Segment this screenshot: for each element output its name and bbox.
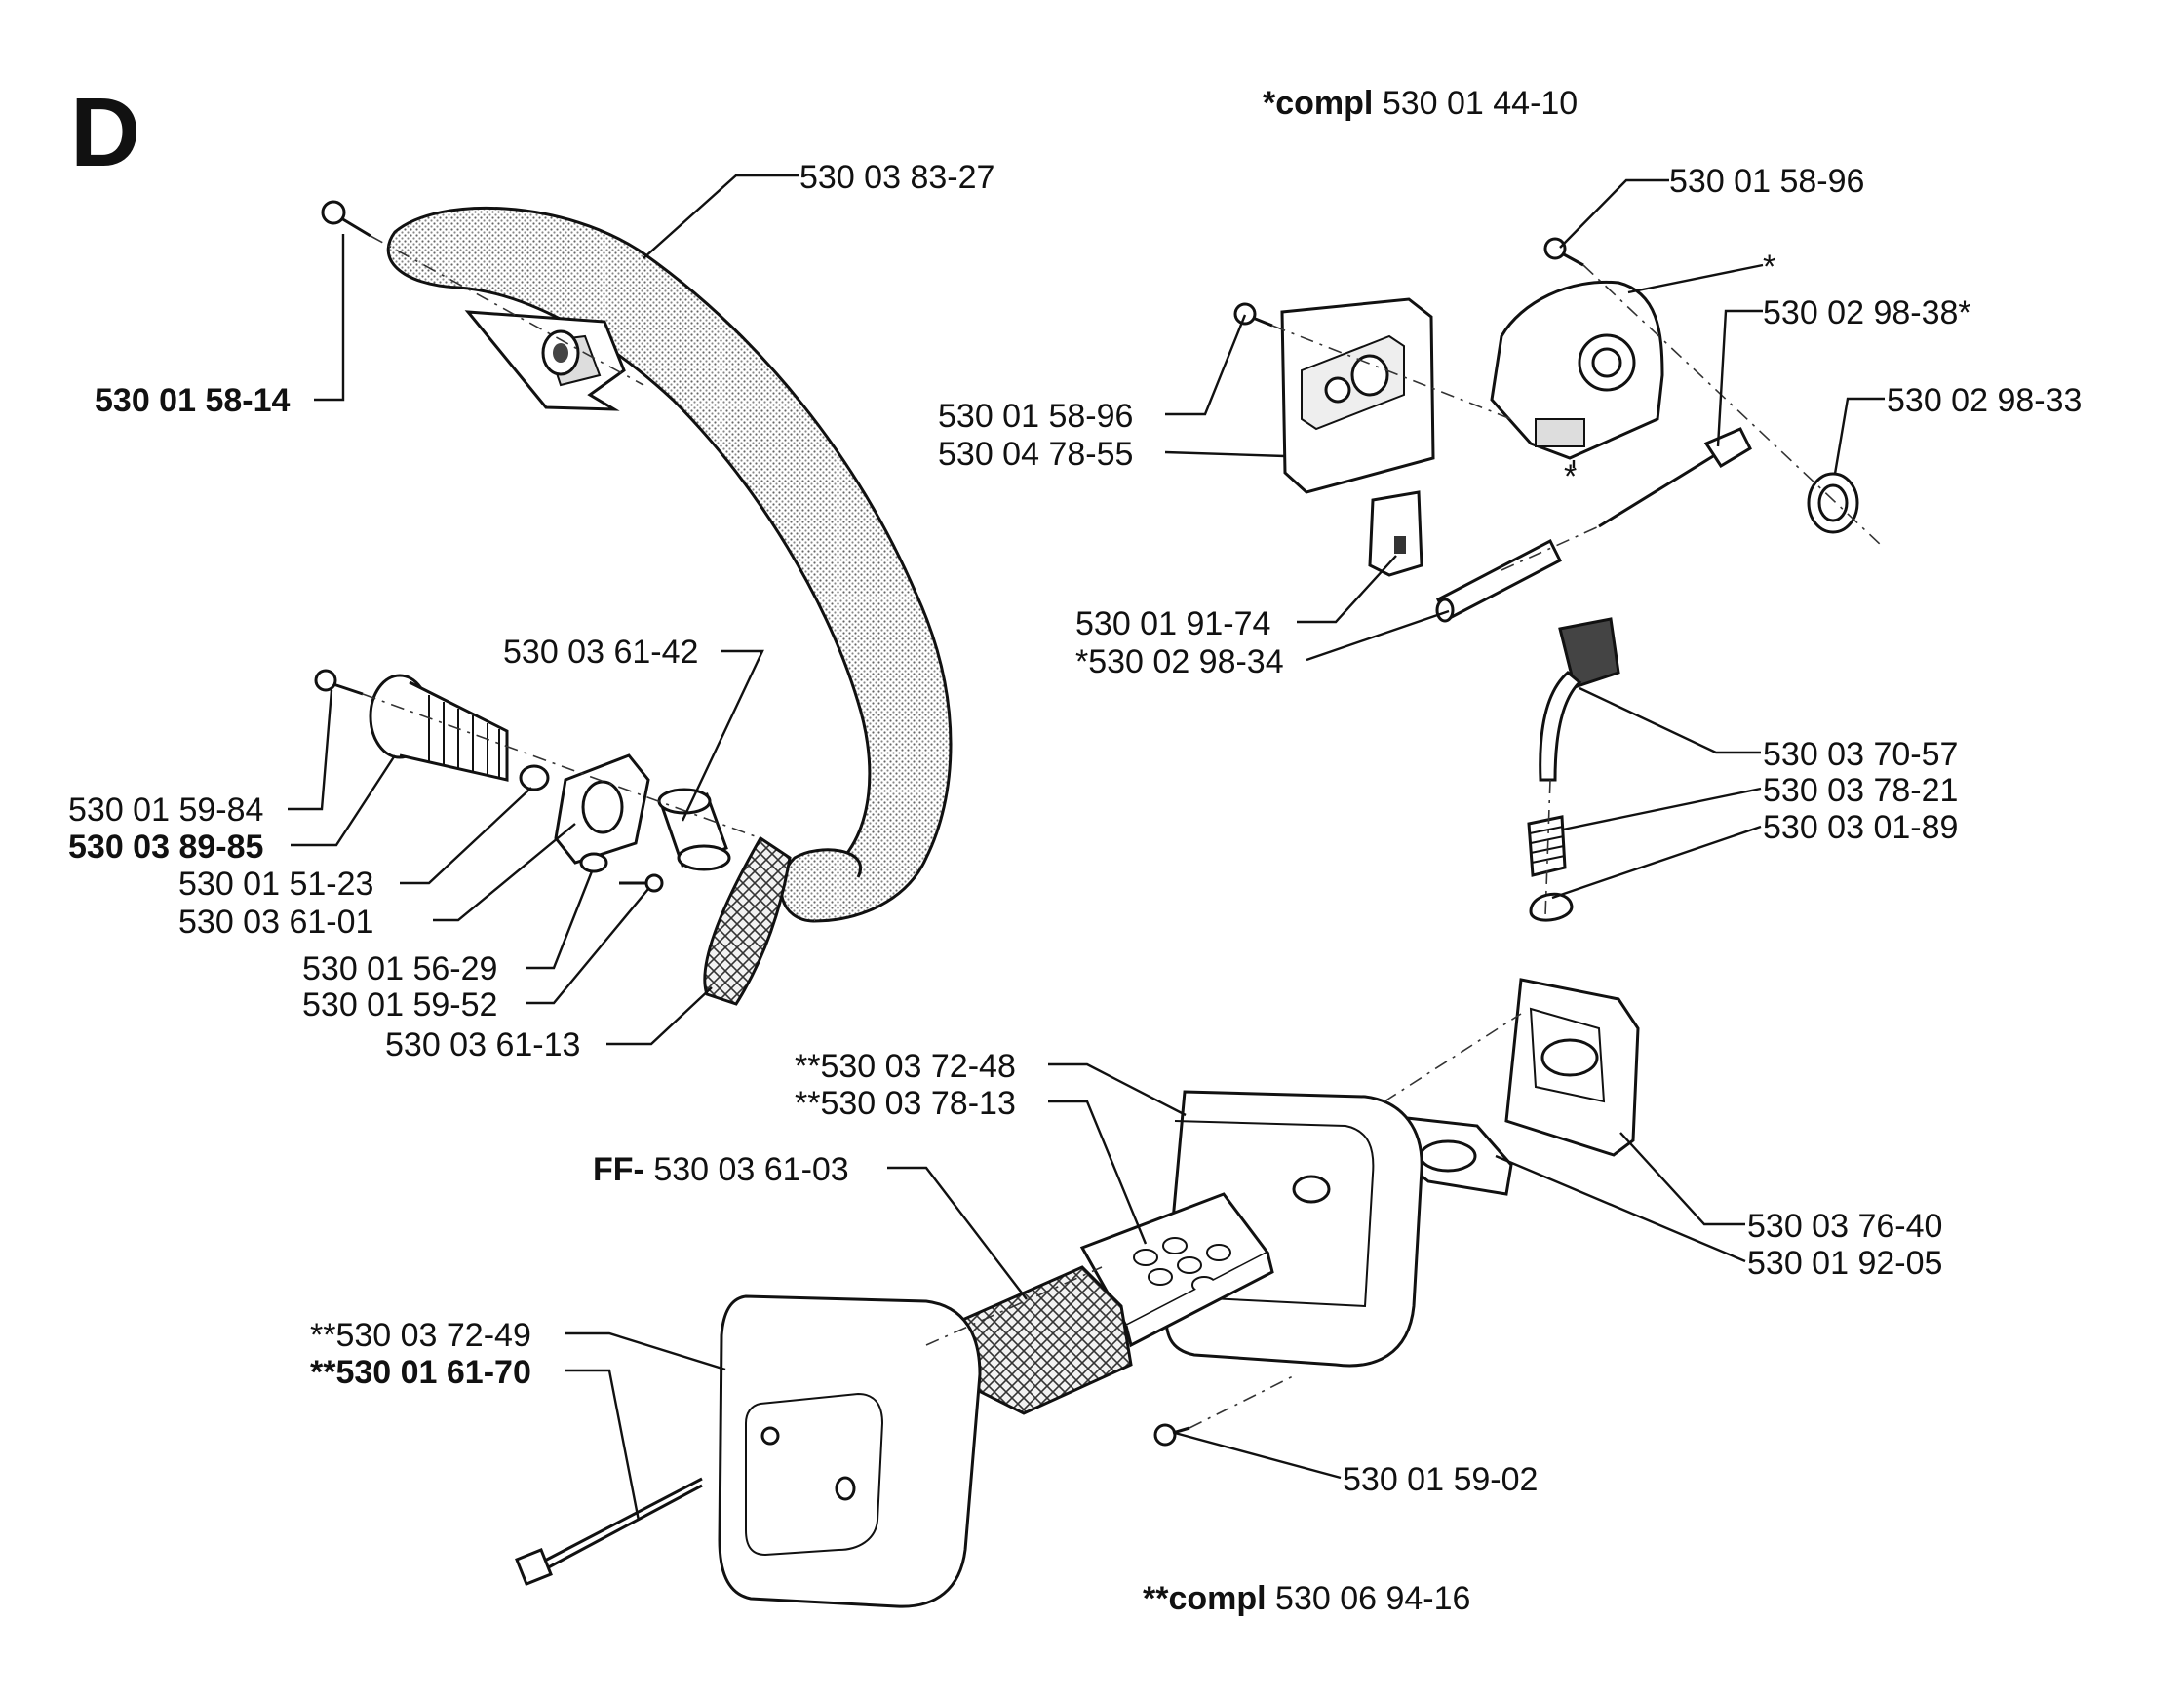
- bushing-drawing: [657, 788, 731, 871]
- part-label: **530 03 72-48: [795, 1048, 1016, 1085]
- part-label: 530 01 59-84: [68, 791, 263, 829]
- lever-drawing: [1539, 617, 1620, 782]
- part-label: 530 01 58-96: [938, 398, 1133, 435]
- part-label: *: [1763, 249, 1775, 286]
- leader-lines: [288, 174, 1885, 1522]
- part-label: 530 03 83-27: [800, 159, 994, 196]
- spark-screen-drawing: [958, 1265, 1133, 1415]
- part-label: 530 01 51-23: [178, 866, 373, 903]
- part-label: 530 04 78-55: [938, 436, 1133, 473]
- part-label: 530 03 61-13: [385, 1026, 580, 1063]
- part-label: 530 02 98-33: [1887, 382, 2082, 419]
- assembly-axis-lines: [362, 235, 1883, 1429]
- part-label: 530 01 59-02: [1343, 1461, 1538, 1498]
- part-label: 530 01 59-52: [302, 986, 497, 1023]
- clip-drawing: [1368, 490, 1424, 577]
- spring-cap-drawing: [1527, 815, 1574, 922]
- part-label: 530 03 70-57: [1763, 736, 1958, 773]
- part-label: 530 01 56-29: [302, 950, 497, 987]
- part-label: 530 03 01-89: [1763, 809, 1958, 846]
- assembly-label-compl-2: **compl 530 06 94-16: [1143, 1580, 1470, 1617]
- muffler-cover-drawing: [718, 1294, 982, 1608]
- part-label: **530 03 72-49: [310, 1317, 531, 1354]
- muffler-body-drawing: [1163, 1090, 1424, 1368]
- adjuster-rod-drawing: [1598, 427, 1752, 528]
- part-label: **530 01 61-70: [310, 1354, 531, 1391]
- muffler-screw-drawing: [1153, 1423, 1190, 1447]
- part-label: 530 03 61-01: [178, 904, 373, 941]
- bellows-drawing: [314, 669, 550, 791]
- housing-drawing: [1490, 237, 1664, 460]
- pin-drawing: [1435, 538, 1563, 623]
- part-label: *: [1564, 458, 1577, 495]
- adjuster-wheel-drawing: [1807, 472, 1859, 534]
- part-label: 530 01 58-14: [95, 382, 290, 419]
- part-label: FF- 530 03 61-03: [593, 1151, 849, 1188]
- part-label: 530 01 91-74: [1075, 605, 1270, 642]
- part-label: 530 01 92-05: [1747, 1245, 1942, 1282]
- part-label: 530 01 58-96: [1669, 163, 1864, 200]
- part-label: *530 02 98-34: [1075, 643, 1284, 680]
- long-bolt-drawing: [515, 1477, 703, 1586]
- part-label: 530 03 78-21: [1763, 772, 1958, 809]
- mesh-strip-drawing: [703, 835, 792, 1006]
- heat-shield-drawing: [1504, 978, 1640, 1157]
- part-label: 530 02 98-38*: [1763, 294, 1971, 331]
- part-label: 530 03 89-85: [68, 829, 263, 866]
- assembly-label-compl-1: *compl 530 01 44-10: [1263, 85, 1578, 122]
- handle-screw-drawing: [321, 200, 371, 238]
- washer-screw-drawing: [579, 852, 664, 893]
- part-label: 530 03 61-42: [503, 634, 698, 671]
- section-letter: D: [70, 78, 140, 187]
- handle-plate-drawing: [554, 753, 650, 865]
- part-label: 530 03 76-40: [1747, 1208, 1942, 1245]
- chain-cover-drawing: [1233, 297, 1435, 494]
- front-handle-drawing: [386, 206, 953, 923]
- part-label: **530 03 78-13: [795, 1085, 1016, 1122]
